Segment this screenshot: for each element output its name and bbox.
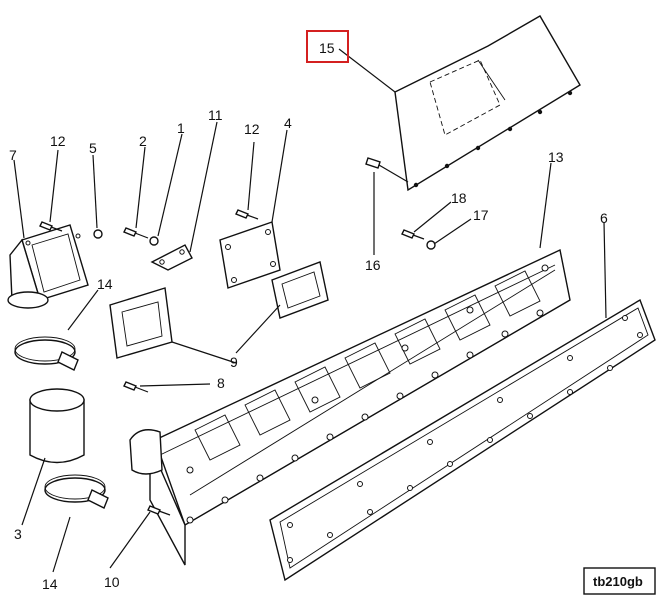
figure-code-box: tb210gb [583,567,656,595]
washer-part-1[interactable] [149,236,159,246]
callout-labels: 15 1 2 11 12 4 12 5 7 14 9 8 3 14 10 13 … [9,40,608,592]
callout-3[interactable]: 3 [14,526,22,542]
capscrew-part-12-left[interactable] [39,221,63,232]
capscrew-part-2[interactable] [123,227,149,239]
flange-gasket-part-9-right[interactable] [271,261,329,319]
callout-14-upper[interactable]: 14 [97,276,113,292]
leader-lines [13,48,607,573]
elbow-part-7[interactable] [7,224,89,309]
callout-18[interactable]: 18 [451,190,467,206]
hose-part-3[interactable] [29,388,85,464]
callout-5[interactable]: 5 [89,140,97,156]
callout-12-left[interactable]: 12 [50,133,66,149]
callout-10[interactable]: 10 [104,574,120,590]
manifold-body-part-13[interactable] [129,248,571,566]
washer-part-5[interactable] [93,229,103,239]
capscrew-part-16[interactable] [365,157,409,183]
cover-plate-part-15[interactable] [394,15,581,192]
bracket-part-11[interactable] [150,244,193,271]
callout-9[interactable]: 9 [230,354,238,370]
callout-16[interactable]: 16 [365,257,381,273]
capscrew-part-10[interactable] [147,505,171,516]
callout-14-lower[interactable]: 14 [42,576,58,592]
hose-clamp-part-14-upper[interactable] [14,336,79,371]
callout-13[interactable]: 13 [548,149,564,165]
callout-8[interactable]: 8 [217,375,225,391]
hose-clamp-part-14-lower[interactable] [44,474,109,509]
callout-11[interactable]: 11 [208,107,223,123]
highlight-box [306,30,349,63]
callout-15[interactable]: 15 [319,40,335,56]
callout-7[interactable]: 7 [9,147,17,163]
flange-gasket-part-9-left[interactable] [109,287,173,359]
capscrew-part-8[interactable] [123,381,149,393]
callout-12-right[interactable]: 12 [244,121,260,137]
washer-part-17[interactable] [426,240,436,250]
callout-4[interactable]: 4 [284,115,292,131]
capscrew-part-12-right[interactable] [235,209,259,220]
capscrew-part-18[interactable] [401,229,425,240]
figure-code: tb210gb [593,574,643,589]
manifold-gasket-part-6[interactable] [269,298,656,582]
callout-2[interactable]: 2 [139,133,147,149]
cover-plate-part-4[interactable] [219,221,281,289]
callout-17[interactable]: 17 [473,207,489,223]
callout-1[interactable]: 1 [177,120,185,136]
callout-6[interactable]: 6 [600,210,608,226]
